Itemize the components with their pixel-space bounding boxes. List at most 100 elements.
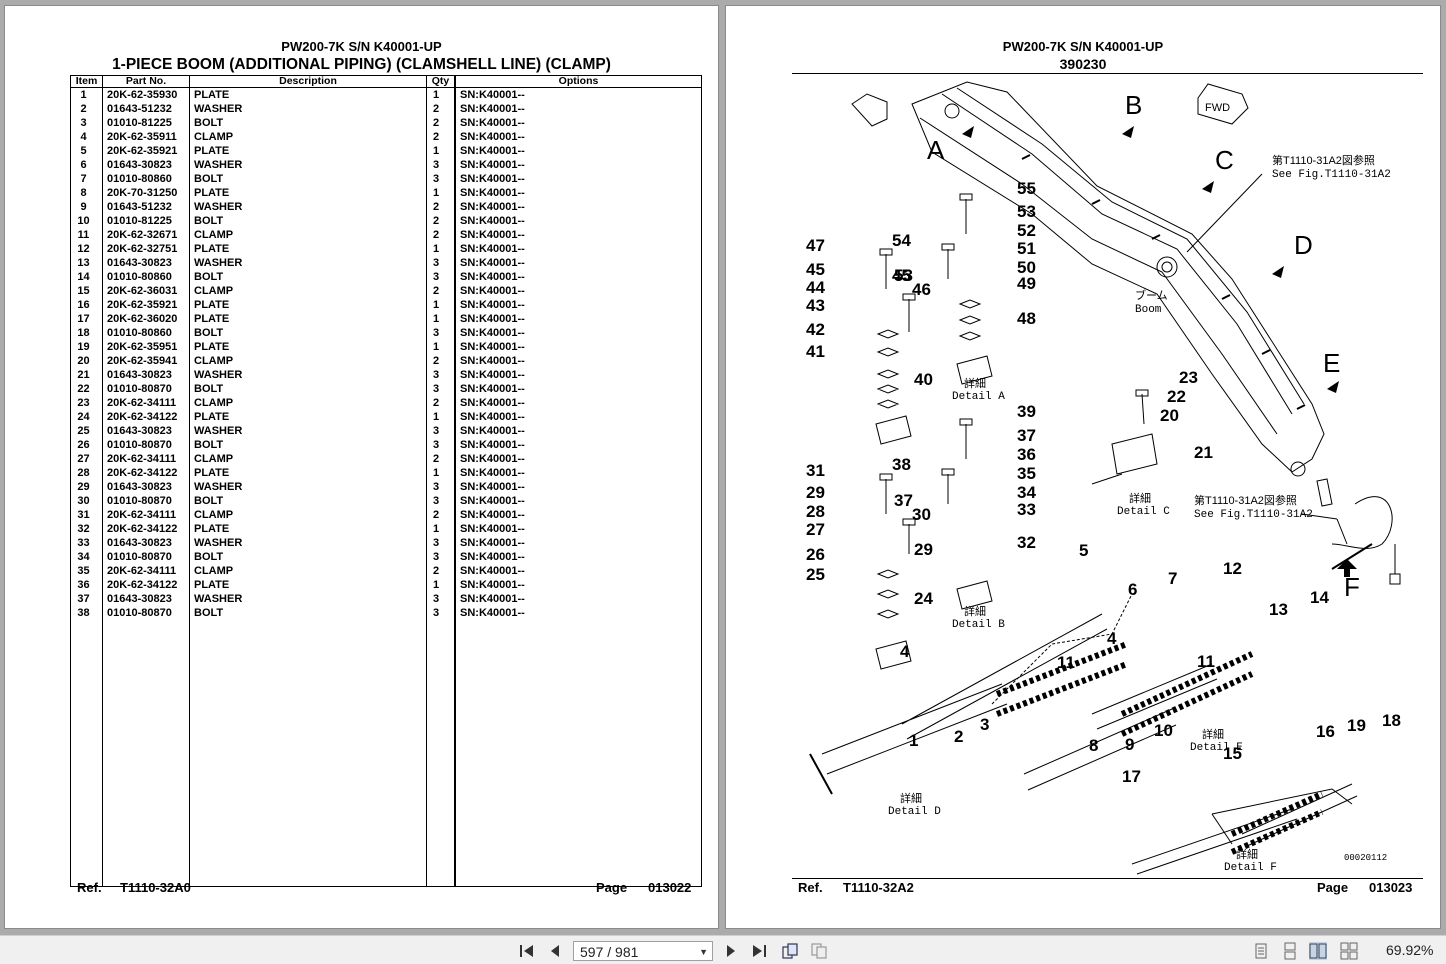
- prev-page-icon[interactable]: [546, 942, 564, 960]
- cell-qty: 3: [426, 256, 456, 270]
- see-fig-label-en: See Fig.T1110-31A2: [1194, 509, 1313, 521]
- detail-c-label: Detail C: [1117, 506, 1170, 518]
- two-page-continuous-icon[interactable]: [1340, 942, 1358, 960]
- cell-item: 15: [70, 284, 103, 298]
- detail-a-bolts: [879, 193, 973, 332]
- cell-part-no: 01010-80870: [102, 550, 190, 564]
- cell-qty: 1: [426, 578, 456, 592]
- boom-foot-pin: [944, 103, 960, 119]
- section-letter-f: F: [1344, 572, 1360, 602]
- cell-options: SN:K40001--: [454, 102, 702, 116]
- callout-33: 33: [1017, 500, 1036, 519]
- cell-qty: 1: [426, 340, 456, 354]
- callout-10: 10: [1154, 721, 1173, 740]
- cell-part-no: 01643-30823: [102, 158, 190, 172]
- callout-50: 50: [1017, 258, 1036, 277]
- cell-part-no: 01643-30823: [102, 592, 190, 606]
- first-page-icon[interactable]: [518, 942, 536, 960]
- right-page-number: 013023: [1369, 880, 1413, 895]
- arrow-e: [1327, 381, 1339, 393]
- fwd-arrow: [1197, 83, 1249, 125]
- detail-f-corrugated-hose: [1230, 791, 1324, 855]
- cell-part-no: 01010-80870: [102, 382, 190, 396]
- cell-part-no: 20K-62-32751: [102, 242, 190, 256]
- cell-item: 14: [70, 270, 103, 284]
- boom-label-en: Boom: [1135, 304, 1162, 316]
- rotate-alt-icon[interactable]: [810, 942, 828, 960]
- cell-item: 34: [70, 550, 103, 564]
- callout-41: 41: [806, 342, 825, 361]
- callout-34: 34: [1017, 483, 1036, 502]
- cell-item: 23: [70, 396, 103, 410]
- callout-53: 53: [894, 266, 913, 285]
- arrow-b: [1122, 126, 1134, 138]
- boom-drawing: [809, 81, 1401, 875]
- cell-item: 31: [70, 508, 103, 522]
- cell-item: 4: [70, 130, 103, 144]
- cell-qty: 3: [426, 480, 456, 494]
- callout-47: 47: [806, 236, 825, 255]
- last-page-icon[interactable]: [750, 942, 768, 960]
- cell-qty: 2: [426, 214, 456, 228]
- cell-item: 30: [70, 494, 103, 508]
- cell-options: SN:K40001--: [454, 536, 702, 550]
- cell-description: BOLT: [189, 116, 427, 130]
- boom-label-jp: ブーム: [1135, 288, 1168, 302]
- cell-part-no: 01643-30823: [102, 256, 190, 270]
- cell-item: 28: [70, 466, 103, 480]
- callout-44: 44: [806, 278, 825, 297]
- callout-46: 46: [912, 280, 931, 299]
- cell-options: SN:K40001--: [454, 144, 702, 158]
- rotate-icon[interactable]: [781, 942, 799, 960]
- cell-qty: 1: [426, 87, 456, 102]
- callout-52: 52: [1017, 221, 1036, 240]
- cell-qty: 3: [426, 550, 456, 564]
- cell-options: SN:K40001--: [454, 480, 702, 494]
- callout-39: 39: [1017, 402, 1036, 421]
- cell-description: BOLT: [189, 172, 427, 186]
- cell-part-no: 01010-80860: [102, 270, 190, 284]
- callout-3: 3: [980, 715, 989, 734]
- table-filler-cell: [426, 620, 456, 887]
- left-page-model: PW200-7K S/N K40001-UP: [281, 39, 442, 54]
- two-page-icon[interactable]: [1309, 942, 1327, 960]
- boom-outline: [911, 81, 1325, 473]
- cell-part-no: 20K-62-34122: [102, 522, 190, 536]
- col-qty-header: Qty: [426, 75, 456, 88]
- section-letter-c: C: [1215, 145, 1234, 175]
- callout-2: 2: [954, 727, 963, 746]
- cell-part-no: 01010-80860: [102, 172, 190, 186]
- cell-part-no: 20K-62-35941: [102, 354, 190, 368]
- detail-e-label: Detail E: [1190, 742, 1243, 754]
- cell-item: 21: [70, 368, 103, 382]
- page-number-input[interactable]: 597 / 981▼: [573, 941, 713, 961]
- next-page-icon[interactable]: [722, 942, 740, 960]
- cell-part-no: 01010-80870: [102, 494, 190, 508]
- table-filler-cell: [454, 620, 702, 887]
- chevron-down-icon[interactable]: ▼: [699, 947, 708, 957]
- cell-description: BOLT: [189, 494, 427, 508]
- cell-qty: 3: [426, 382, 456, 396]
- cell-options: SN:K40001--: [454, 494, 702, 508]
- single-page-icon[interactable]: [1252, 942, 1270, 960]
- cell-description: BOLT: [189, 214, 427, 228]
- callout-40: 40: [914, 370, 933, 389]
- continuous-icon[interactable]: [1281, 942, 1299, 960]
- detail-b-label: Detail B: [952, 619, 1005, 631]
- cell-description: CLAMP: [189, 508, 427, 522]
- cell-item: 2: [70, 102, 103, 116]
- zoom-level[interactable]: 69.92%: [1386, 942, 1434, 958]
- cell-item: 6: [70, 158, 103, 172]
- cell-options: SN:K40001--: [454, 396, 702, 410]
